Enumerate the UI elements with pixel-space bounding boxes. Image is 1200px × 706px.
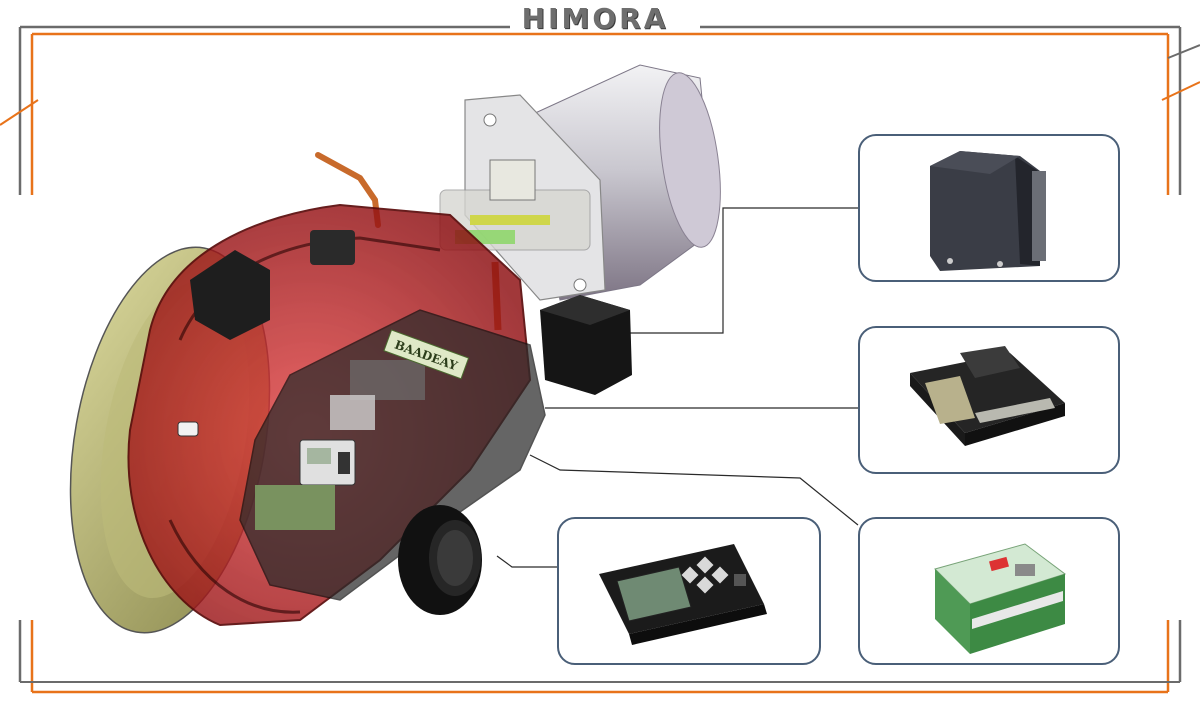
interface-module-callout <box>858 517 1120 665</box>
control-enclosure <box>239 309 546 601</box>
servo-motor-callout <box>858 134 1120 282</box>
brand-header: HIMORA <box>0 0 1200 35</box>
control-relay-image <box>910 346 1065 446</box>
control-relay-callout <box>858 326 1120 474</box>
servo-motor-unit <box>540 295 632 395</box>
display-panel-image <box>599 544 767 645</box>
air-intake <box>190 230 355 340</box>
blower-motor <box>398 505 482 615</box>
brand-logo-text: HIMORA <box>521 2 669 35</box>
display-panel-callout <box>557 517 821 665</box>
servo-motor-image <box>930 151 1046 271</box>
interface-module-image <box>934 543 1067 654</box>
